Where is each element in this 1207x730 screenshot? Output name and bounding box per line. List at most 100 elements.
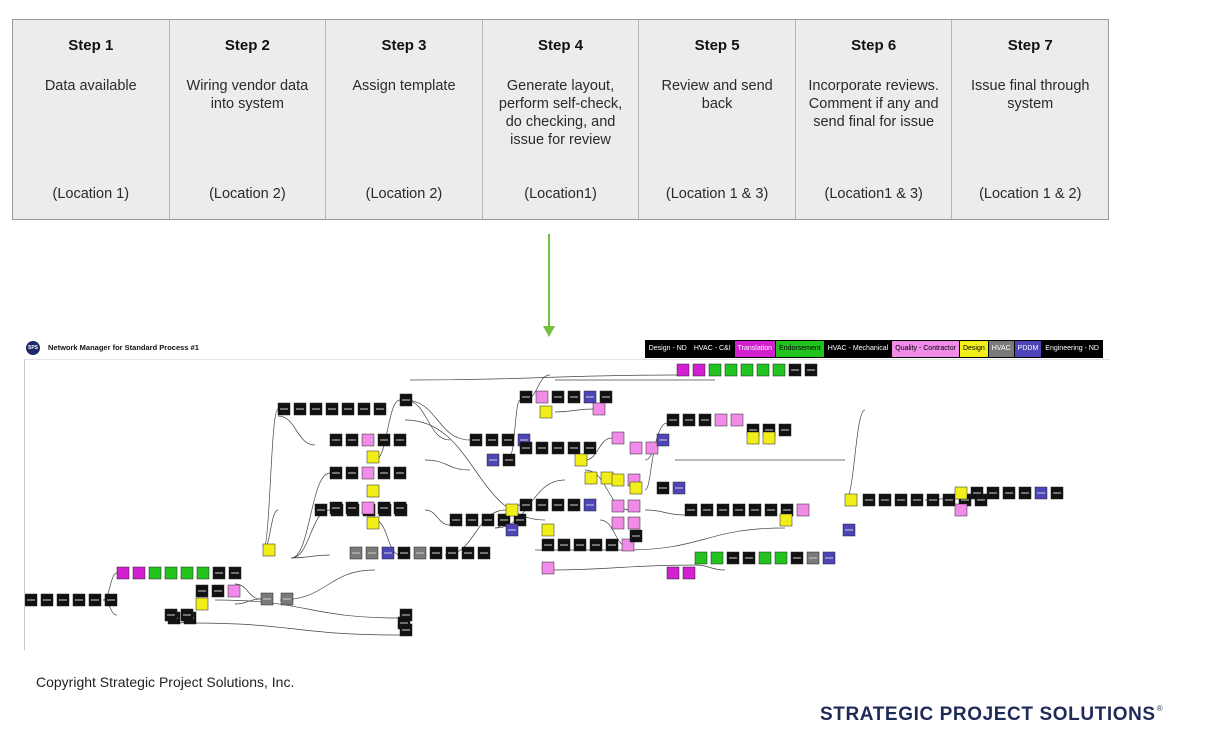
connector-line — [424, 509, 451, 526]
legend-item: Translation — [733, 341, 776, 357]
process-node[interactable] — [180, 566, 194, 580]
legend-item: Design — [958, 341, 988, 357]
network-manager-header: SPS Network Manager for Standard Process… — [24, 337, 1109, 360]
process-node[interactable] — [746, 431, 760, 445]
connector-line — [102, 572, 118, 601]
process-node[interactable] — [611, 516, 625, 530]
process-node[interactable] — [710, 551, 724, 565]
network-diagram-canvas — [25, 363, 1064, 637]
process-node[interactable] — [758, 551, 772, 565]
legend-item: Engineering - ND — [1041, 341, 1102, 357]
connector-line — [404, 399, 471, 441]
process-node[interactable] — [611, 499, 625, 513]
process-node[interactable] — [132, 566, 146, 580]
process-node[interactable] — [666, 566, 680, 580]
process-node[interactable] — [574, 453, 588, 467]
process-node[interactable] — [844, 493, 858, 507]
process-node[interactable] — [629, 441, 643, 455]
network-manager-title: Network Manager for Standard Process #1 — [48, 343, 199, 352]
process-node[interactable] — [541, 523, 555, 537]
process-node[interactable] — [600, 471, 614, 485]
process-node[interactable] — [366, 450, 380, 464]
process-node[interactable] — [535, 390, 549, 404]
process-node[interactable] — [539, 405, 553, 419]
step-description: Issue final through system — [971, 78, 1090, 112]
copyright-text: Copyright Strategic Project Solutions, I… — [36, 674, 295, 690]
step-column: Step 2 Wiring vendor data into system (Loc… — [168, 20, 326, 219]
network-diagram — [24, 359, 1110, 650]
connector-line — [234, 598, 262, 605]
process-node[interactable] — [692, 363, 706, 377]
process-node[interactable] — [592, 402, 606, 416]
process-node[interactable] — [148, 566, 162, 580]
process-node[interactable] — [196, 566, 210, 580]
process-node[interactable] — [714, 413, 728, 427]
process-node[interactable] — [772, 363, 786, 377]
step-description: Generate layout, perform self-check, do … — [498, 78, 623, 148]
process-node[interactable] — [627, 499, 641, 513]
process-node[interactable] — [361, 433, 375, 447]
connector-line — [290, 554, 331, 559]
connector-line — [509, 399, 521, 456]
process-node[interactable] — [366, 516, 380, 530]
connector-line — [624, 527, 786, 551]
connector-line — [694, 564, 726, 571]
legend-item: HVAC - C&I — [689, 341, 734, 357]
process-node[interactable] — [682, 566, 696, 580]
connector-line — [290, 472, 331, 559]
connector-line — [644, 447, 658, 491]
process-node[interactable] — [116, 566, 130, 580]
process-node[interactable] — [796, 503, 810, 517]
process-node[interactable] — [262, 543, 276, 557]
process-node[interactable] — [164, 566, 178, 580]
connector-line — [214, 599, 401, 619]
process-node[interactable] — [756, 363, 770, 377]
down-arrow-icon — [543, 234, 555, 337]
process-node[interactable] — [724, 363, 738, 377]
process-node[interactable] — [627, 516, 641, 530]
process-node[interactable] — [629, 481, 643, 495]
process-node[interactable] — [611, 473, 625, 487]
brand-logo: STRATEGIC PROJECT SOLUTIONS® — [820, 704, 1163, 726]
process-node[interactable] — [361, 466, 375, 480]
process-node[interactable] — [730, 413, 744, 427]
step-location: (Location 2) — [209, 186, 286, 202]
process-node[interactable] — [645, 441, 659, 455]
process-node[interactable] — [611, 431, 625, 445]
process-node[interactable] — [361, 501, 375, 515]
process-node[interactable] — [676, 363, 690, 377]
step-location: (Location 2) — [365, 186, 443, 202]
step-column: Step 4 Generate layout, perform self-chec… — [481, 20, 639, 219]
step-location: (Location 1 & 3) — [665, 186, 769, 202]
connector-line — [544, 564, 696, 571]
process-node[interactable] — [505, 503, 519, 517]
process-node[interactable] — [541, 561, 555, 575]
process-node[interactable] — [954, 486, 968, 500]
process-node[interactable] — [954, 503, 968, 517]
legend-item: Design - ND — [645, 341, 690, 357]
brand-name: STRATEGIC PROJECT SOLUTIONS — [820, 704, 1156, 725]
process-node[interactable] — [366, 484, 380, 498]
process-node[interactable] — [762, 431, 776, 445]
connector-line — [424, 459, 471, 471]
step-description: Wiring vendor data into system — [186, 78, 309, 112]
connector-line — [644, 422, 668, 461]
process-node[interactable] — [779, 513, 793, 527]
sps-logo-icon: SPS — [26, 341, 40, 355]
process-node[interactable] — [195, 597, 209, 611]
process-node[interactable] — [584, 471, 598, 485]
legend-item: Quality - Contractor — [891, 341, 959, 357]
process-node[interactable] — [774, 551, 788, 565]
process-node[interactable] — [708, 363, 722, 377]
connector-line — [189, 622, 401, 636]
process-node[interactable] — [740, 363, 754, 377]
step-title: Step 2 — [224, 37, 270, 54]
process-node[interactable] — [227, 584, 241, 598]
step-title: Step 4 — [538, 37, 584, 54]
process-node[interactable] — [694, 551, 708, 565]
